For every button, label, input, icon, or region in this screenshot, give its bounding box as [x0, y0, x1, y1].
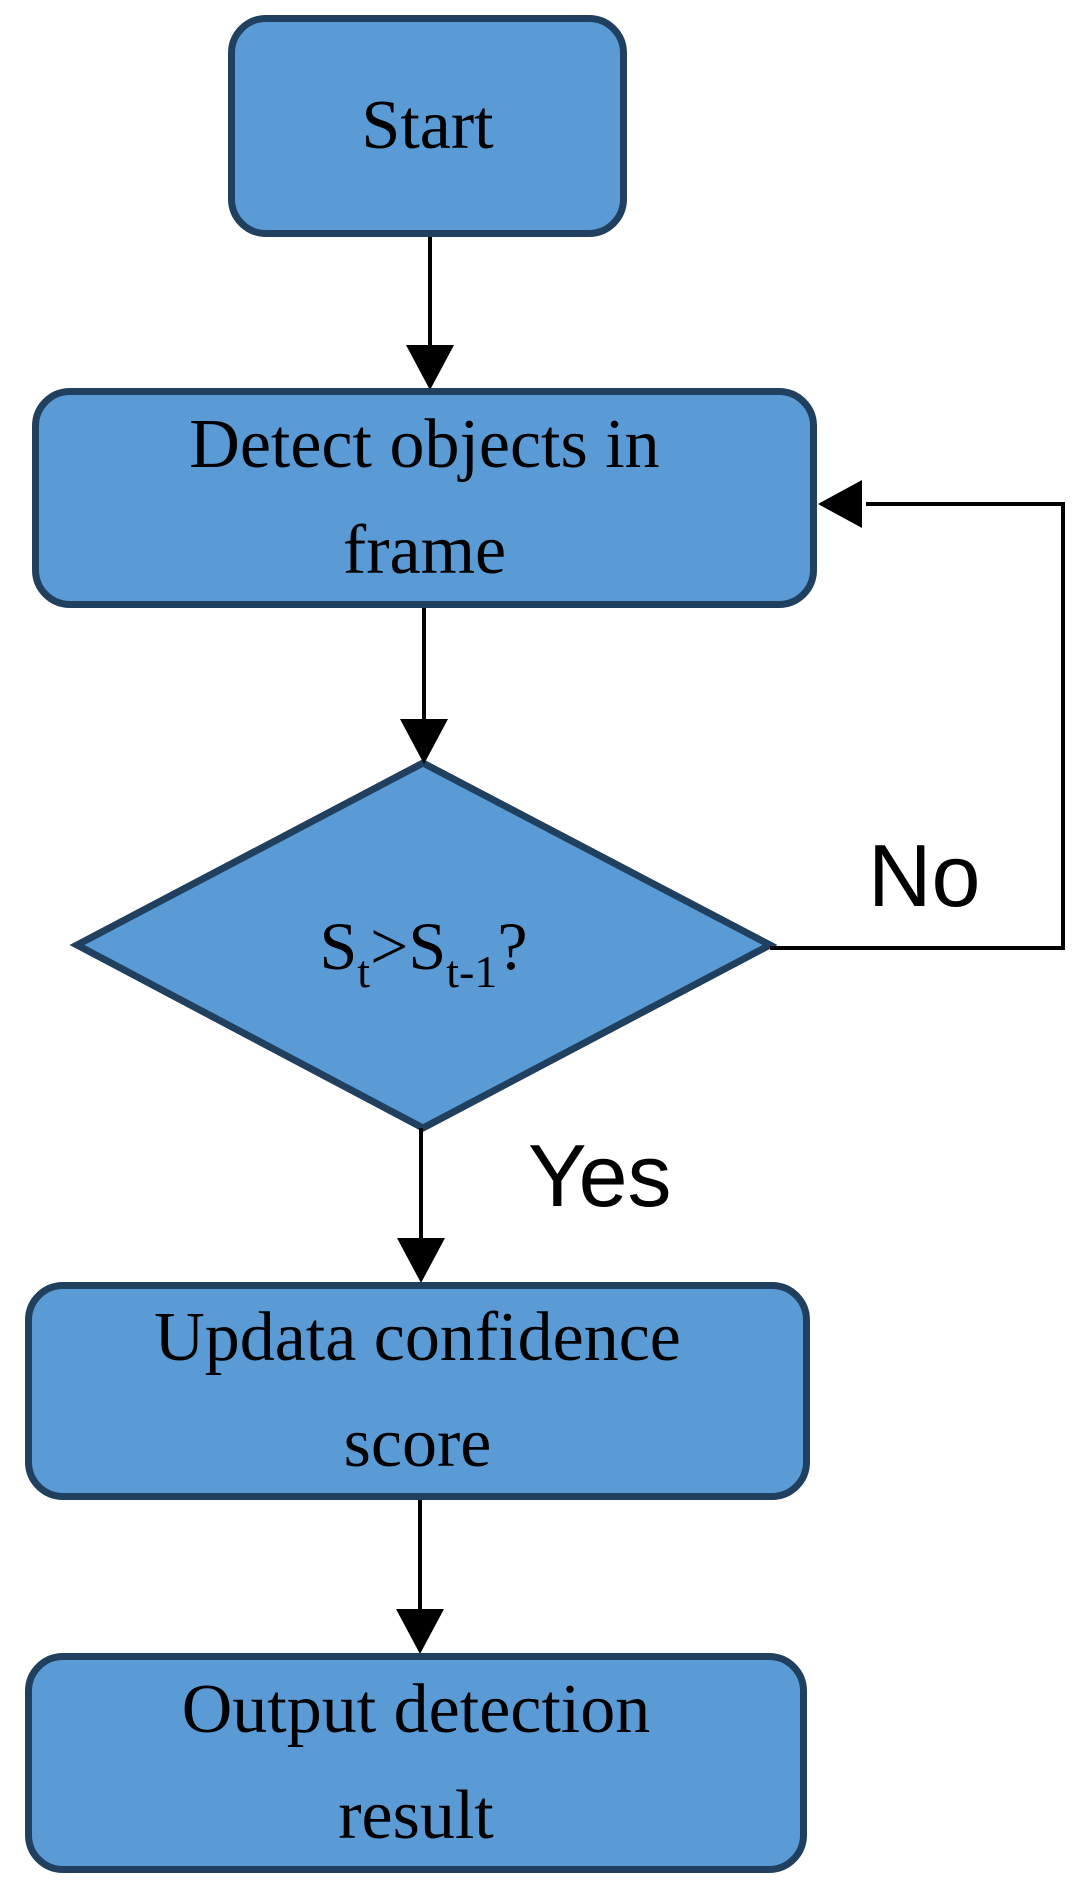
arrow-decision-to-update-head — [397, 1238, 445, 1283]
arrow-no-loop-head — [818, 480, 862, 528]
arrow-update-to-output-head — [396, 1609, 444, 1654]
node-update-confidence-label-line1: Updata confidence — [154, 1299, 681, 1376]
node-detect-objects: Detect objects in frame — [32, 388, 817, 608]
decision-subscript-2: t-1 — [446, 945, 498, 997]
arrow-detect-to-decision-head — [400, 719, 448, 764]
decision-question-mark: ? — [497, 907, 528, 984]
arrow-no-loop-line — [770, 502, 1065, 950]
decision-subscript-1: t — [357, 945, 371, 997]
edge-label-no: No — [868, 826, 981, 925]
node-output-result-label-line2: result — [338, 1777, 494, 1854]
node-start-label: Start — [361, 87, 494, 164]
node-start: Start — [228, 15, 627, 237]
node-detect-objects-label-line2: frame — [342, 512, 507, 589]
node-output-result-label-line1: Output detection — [181, 1671, 651, 1748]
decision-operator: >S — [370, 907, 447, 984]
arrow-start-to-detect-head — [406, 345, 454, 390]
decision-term-1: S — [319, 907, 358, 984]
node-update-confidence-label-line2: score — [343, 1405, 492, 1482]
node-output-result: Output detection result — [25, 1653, 807, 1873]
node-detect-objects-label-line1: Detect objects in — [189, 406, 660, 483]
node-update-confidence: Updata confidence score — [25, 1282, 810, 1500]
edge-label-yes: Yes — [528, 1126, 672, 1225]
